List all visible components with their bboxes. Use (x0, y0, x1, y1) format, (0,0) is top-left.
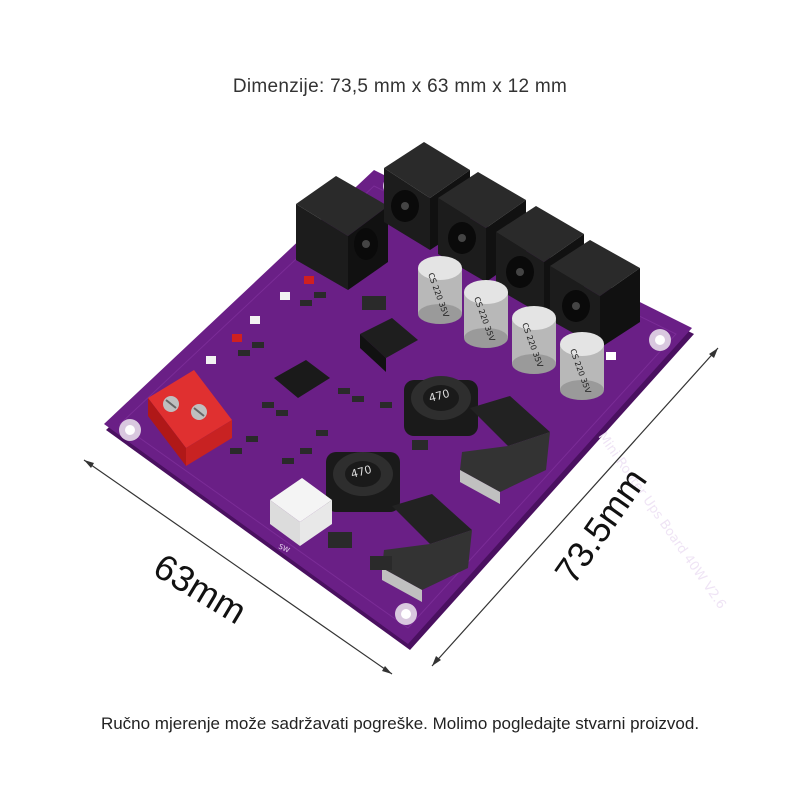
dc-jack (550, 240, 640, 348)
dimensions-caption: Dimenzije: 73,5 mm x 63 mm x 12 mm (232, 76, 568, 97)
inductor: 470 (326, 452, 400, 512)
smd-components (230, 292, 616, 570)
regulator (360, 318, 418, 372)
dimension-line-width (83, 459, 393, 675)
capacitor: CS 220 35V (512, 306, 556, 374)
mounting-hole (395, 603, 417, 625)
screw-terminal (148, 370, 232, 466)
measurement-disclaimer: Ručno mjerenje može sadržavati pogreške.… (100, 714, 700, 733)
dc-jack (296, 176, 388, 290)
dimension-line-length (431, 347, 719, 667)
inductor: 470 (404, 376, 478, 436)
power-mosfet (460, 396, 550, 504)
capacitor: CS 220 35V (560, 332, 604, 400)
mounting-hole (119, 419, 141, 441)
ic-chip (274, 360, 330, 398)
capacitor: CS 220 35V (464, 280, 508, 348)
inductor-label: 470 (349, 463, 373, 481)
power-mosfet (382, 494, 472, 602)
sw-connector: SW (270, 478, 332, 555)
inductor-label: 470 (427, 387, 451, 405)
capacitor: CS 220 35V (418, 256, 462, 324)
mounting-hole (649, 329, 671, 351)
